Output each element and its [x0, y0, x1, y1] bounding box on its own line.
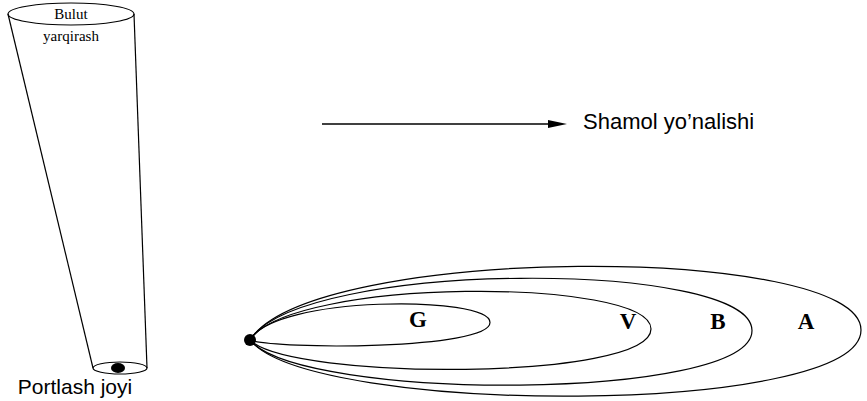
zone-outline	[250, 291, 651, 369]
ellipse-outline	[246, 261, 865, 399]
zone-ellipse: VG	[246, 286, 655, 372]
zone-ellipse: ABVG	[246, 261, 865, 399]
ellipse-outline	[246, 298, 494, 347]
zone-letter: B	[710, 309, 725, 335]
zone-letter: A	[798, 309, 815, 335]
ellipse-outline	[246, 273, 756, 388]
cone-side	[8, 14, 93, 368]
cloud-label: Bulut yarqirash	[31, 3, 111, 47]
wind-arrow-shaft	[322, 123, 552, 124]
cone-side	[134, 14, 147, 368]
wind-arrowhead	[548, 120, 567, 128]
zone-outline	[250, 304, 490, 346]
explosion-dot	[111, 363, 125, 373]
zone-outline	[250, 266, 861, 396]
wind-label: Shamol yo’nalishi	[583, 110, 754, 134]
zone-ellipse: BVG	[246, 273, 756, 388]
site-label: Portlash joyi	[18, 375, 132, 399]
zone-outline	[250, 278, 752, 385]
zone-letter: G	[409, 307, 427, 333]
zone-ellipse: G	[246, 298, 494, 347]
zone-letter: V	[620, 309, 637, 335]
cone-outline	[0, 0, 165, 380]
cloud-cone: Bulut yarqirash	[0, 0, 165, 380]
ellipse-outline	[246, 286, 655, 372]
base-ellipse	[93, 362, 147, 374]
